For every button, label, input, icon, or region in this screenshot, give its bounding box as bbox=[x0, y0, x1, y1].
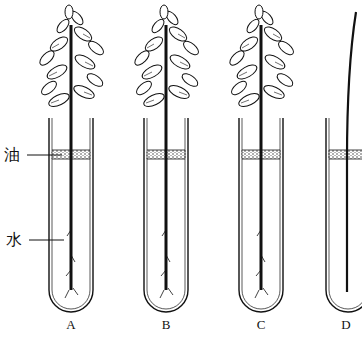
leafless-stem bbox=[347, 12, 356, 292]
leader-line bbox=[27, 155, 62, 156]
tube-letter: D bbox=[341, 318, 350, 331]
substance-label: 水 bbox=[6, 232, 22, 248]
oil-layer bbox=[51, 150, 362, 159]
leader-line bbox=[29, 240, 64, 241]
tube-letter: C bbox=[257, 318, 266, 331]
test-tube bbox=[49, 118, 362, 312]
plant-cutting bbox=[132, 5, 200, 298]
plant-cutting bbox=[227, 5, 295, 298]
plant-cutting bbox=[37, 5, 105, 298]
substance-label: 油 bbox=[4, 147, 20, 163]
tube-letter: B bbox=[162, 318, 171, 331]
tube-letter: A bbox=[66, 318, 75, 331]
oil-boundary bbox=[52, 150, 362, 159]
